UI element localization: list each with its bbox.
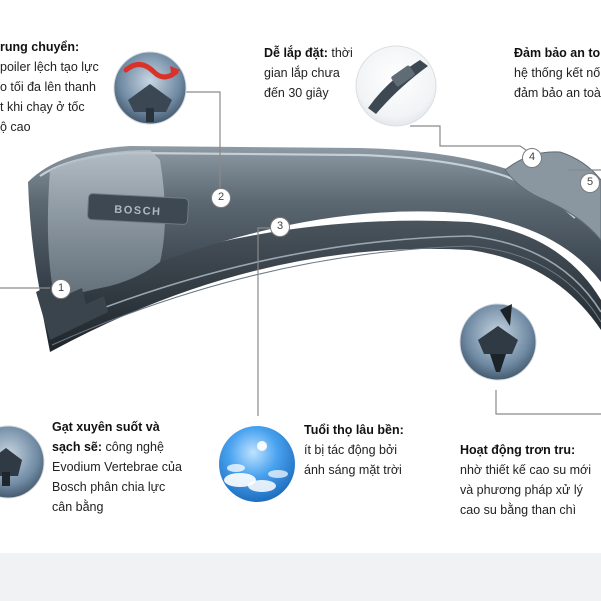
feature-durable-line-2: ánh sáng mặt trời [304,463,402,477]
feature-smooth-line-2: và phương pháp xử lý [460,483,583,497]
feature-aero-line-1: poiler lệch tạo lực [0,60,99,74]
feature-install: Dễ lắp đặt: thời gian lắp chưa đến 30 gi… [264,43,353,103]
feature-smooth-line-1: nhờ thiết kế cao su mới [460,463,592,477]
feature-aero-line-2: o tối đa lên thanh [0,80,96,94]
blade-spoiler-body [28,146,601,306]
feature-install-title-rest: thời [327,46,353,60]
feature-safety-line-2: đảm bảo an toà [514,86,601,100]
rubber-edge-highlight [47,235,601,331]
feature-wipe-first-rest: công nghệ [102,440,164,454]
feature-install-line-2: đến 30 giây [264,86,329,100]
feature-smooth: Hoạt động trơn tru: nhờ thiết kế cao su … [460,440,591,520]
feature-safety: Đảm bảo an to hệ thống kết nố đảm bảo an… [514,43,601,103]
feature-aero-title: rung chuyển: [0,40,80,54]
feature-safety-line-1: hệ thống kết nố [514,66,601,80]
blade-connector-right [504,151,601,241]
feature-durable: Tuổi thọ lâu bền: ít bị tác động bởi ánh… [304,420,404,480]
wipe-thumbnail [0,425,45,499]
airflow-blade-profile [128,84,172,112]
callout-1: 1 [51,279,71,299]
callout-3: 3 [270,217,290,237]
feature-durable-title: Tuổi thọ lâu bền: [304,423,404,437]
feature-durable-line-1: ít bị tác động bởi [304,443,397,457]
brand-plate [87,193,189,225]
rubber-lip-profile [478,326,518,354]
feature-wipe-title: Gạt xuyên suốt và [52,420,160,434]
feature-aero-line-4: ộ cao [0,120,31,134]
feature-aero-line-3: t khi chạy ở tốc [0,100,85,114]
feature-smooth-line-3: cao su bằng than chì [460,503,577,517]
rubber-edge-lower [51,245,601,346]
feature-install-title: Dễ lắp đặt: [264,46,328,60]
feature-wipe-line-3: cân bằng [52,500,104,514]
blade-adapter-cap [47,150,165,300]
footer-band [0,553,601,601]
feature-wipe-line-2: Bosch phân chia lực [52,480,166,494]
brand-plate-text: BOSCH [114,204,162,218]
feature-wipe: Gạt xuyên suốt và sạch sẽ: công nghệ Evo… [52,417,182,517]
leader-lines [0,91,601,416]
feature-safety-title: Đảm bảo an to [514,46,601,60]
feature-smooth-title: Hoạt động trơn tru: [460,443,576,457]
callout-4: 4 [522,148,542,168]
feature-install-line-1: gian lắp chưa [264,66,340,80]
callout-2: 2 [211,188,231,208]
feature-wipe-first-bold: sạch sẽ: [52,440,103,454]
callout-5: 5 [580,173,600,193]
feature-aero: rung chuyển: poiler lệch tạo lực o tối đ… [0,37,99,137]
feature-wipe-line-1: Evodium Vertebrae của [52,460,182,474]
airflow-red-arrow [123,62,179,80]
